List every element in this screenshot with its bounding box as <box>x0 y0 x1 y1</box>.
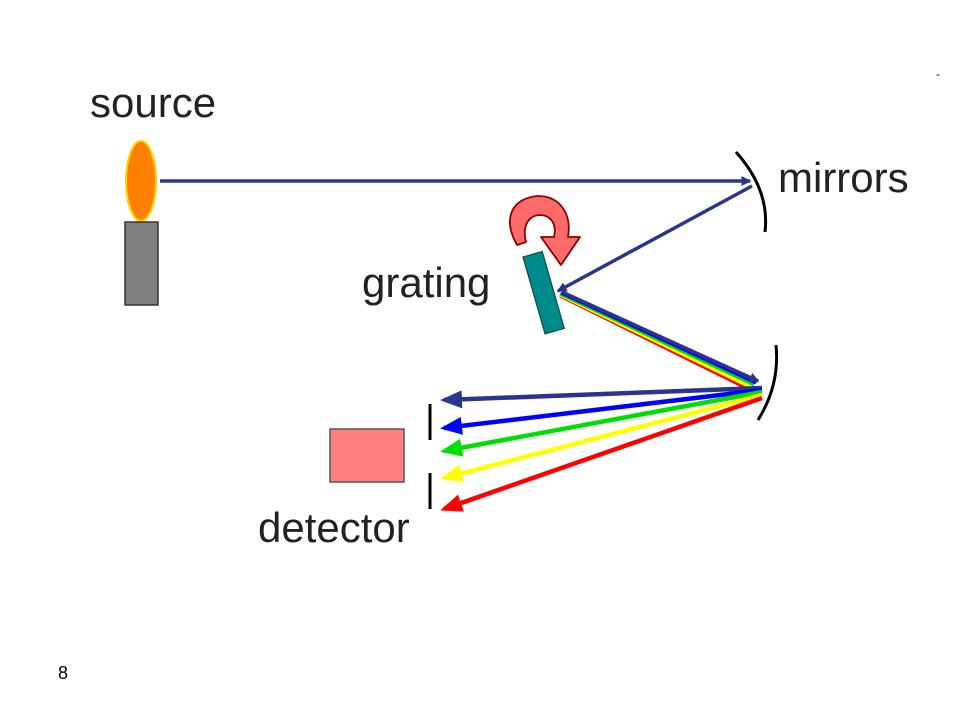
grating <box>522 250 566 335</box>
source-label: source <box>90 79 216 126</box>
beam-red <box>440 395 763 512</box>
dispersed-fan-to-mirror <box>559 290 760 392</box>
detector-label: detector <box>258 504 410 551</box>
mirrors-label: mirrors <box>778 154 909 201</box>
detector <box>329 428 405 483</box>
flame-icon <box>125 140 157 222</box>
beam-yellow <box>440 392 763 483</box>
fan-violet <box>561 290 760 383</box>
lamp-base <box>124 221 159 306</box>
beam-blue <box>440 387 763 435</box>
mirror-top <box>734 151 768 233</box>
dispersed-beams <box>440 385 763 512</box>
mirror-bottom <box>756 344 779 421</box>
grating-label: grating <box>362 259 490 306</box>
rotation-arrow-icon <box>509 195 581 266</box>
grating-element <box>522 250 566 335</box>
corner-mark: - <box>936 67 940 81</box>
beam-green <box>440 389 763 457</box>
fan-green <box>559 292 755 387</box>
light-source <box>124 140 159 306</box>
beam-violet <box>440 385 763 409</box>
collimated-beam <box>556 184 753 293</box>
page-number: 8 <box>58 663 68 683</box>
